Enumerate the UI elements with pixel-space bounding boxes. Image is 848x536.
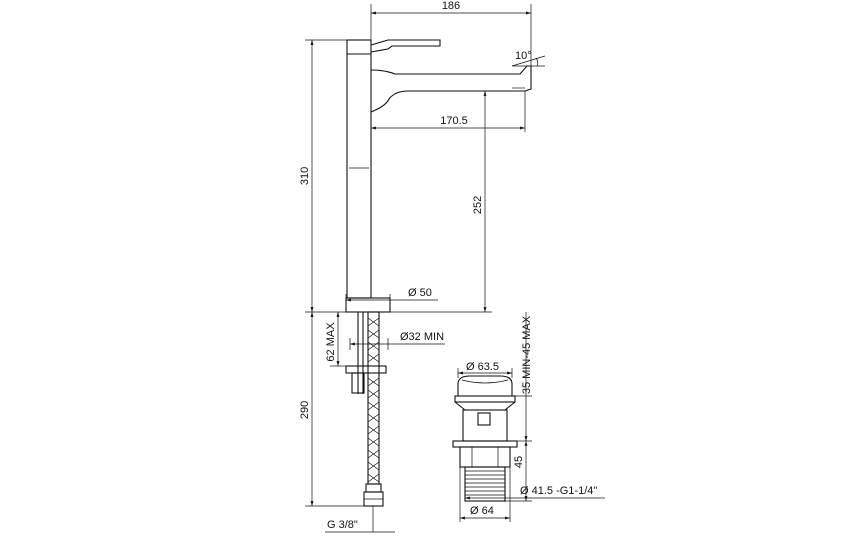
dim-waste-body-height: 45 [513, 456, 525, 468]
dim-hole-diameter: Ø32 MIN [400, 331, 444, 343]
waste-assembly [452, 375, 518, 502]
dim-spout-height: 252 [472, 196, 484, 214]
dim-waste-thread: Ø 41.5 -G1-1/4" [520, 485, 597, 497]
faucet-body [345, 39, 532, 313]
dimension-lines: 186 10° 170.5 252 310 Ø 50 Ø32 MIN 62 MA [299, 0, 605, 533]
dim-hose-length: 290 [299, 401, 311, 419]
dim-total-height: 310 [299, 167, 311, 185]
dim-max-deck-thickness: 62 MAX [325, 322, 337, 362]
dim-waste-nut-diameter: Ø 64 [470, 505, 494, 517]
dim-waste-cap-diameter: Ø 63.5 [466, 361, 499, 373]
dim-waste-range: 35 MIN-45 MAX [521, 315, 533, 394]
dim-base-diameter: Ø 50 [408, 287, 432, 299]
dim-spout-angle: 10° [515, 50, 532, 62]
dim-overall-length: 186 [442, 0, 460, 12]
dim-hose-connection: G 3/8" [327, 519, 358, 531]
hose-assembly [345, 311, 387, 507]
dim-spout-reach: 170.5 [440, 115, 468, 127]
